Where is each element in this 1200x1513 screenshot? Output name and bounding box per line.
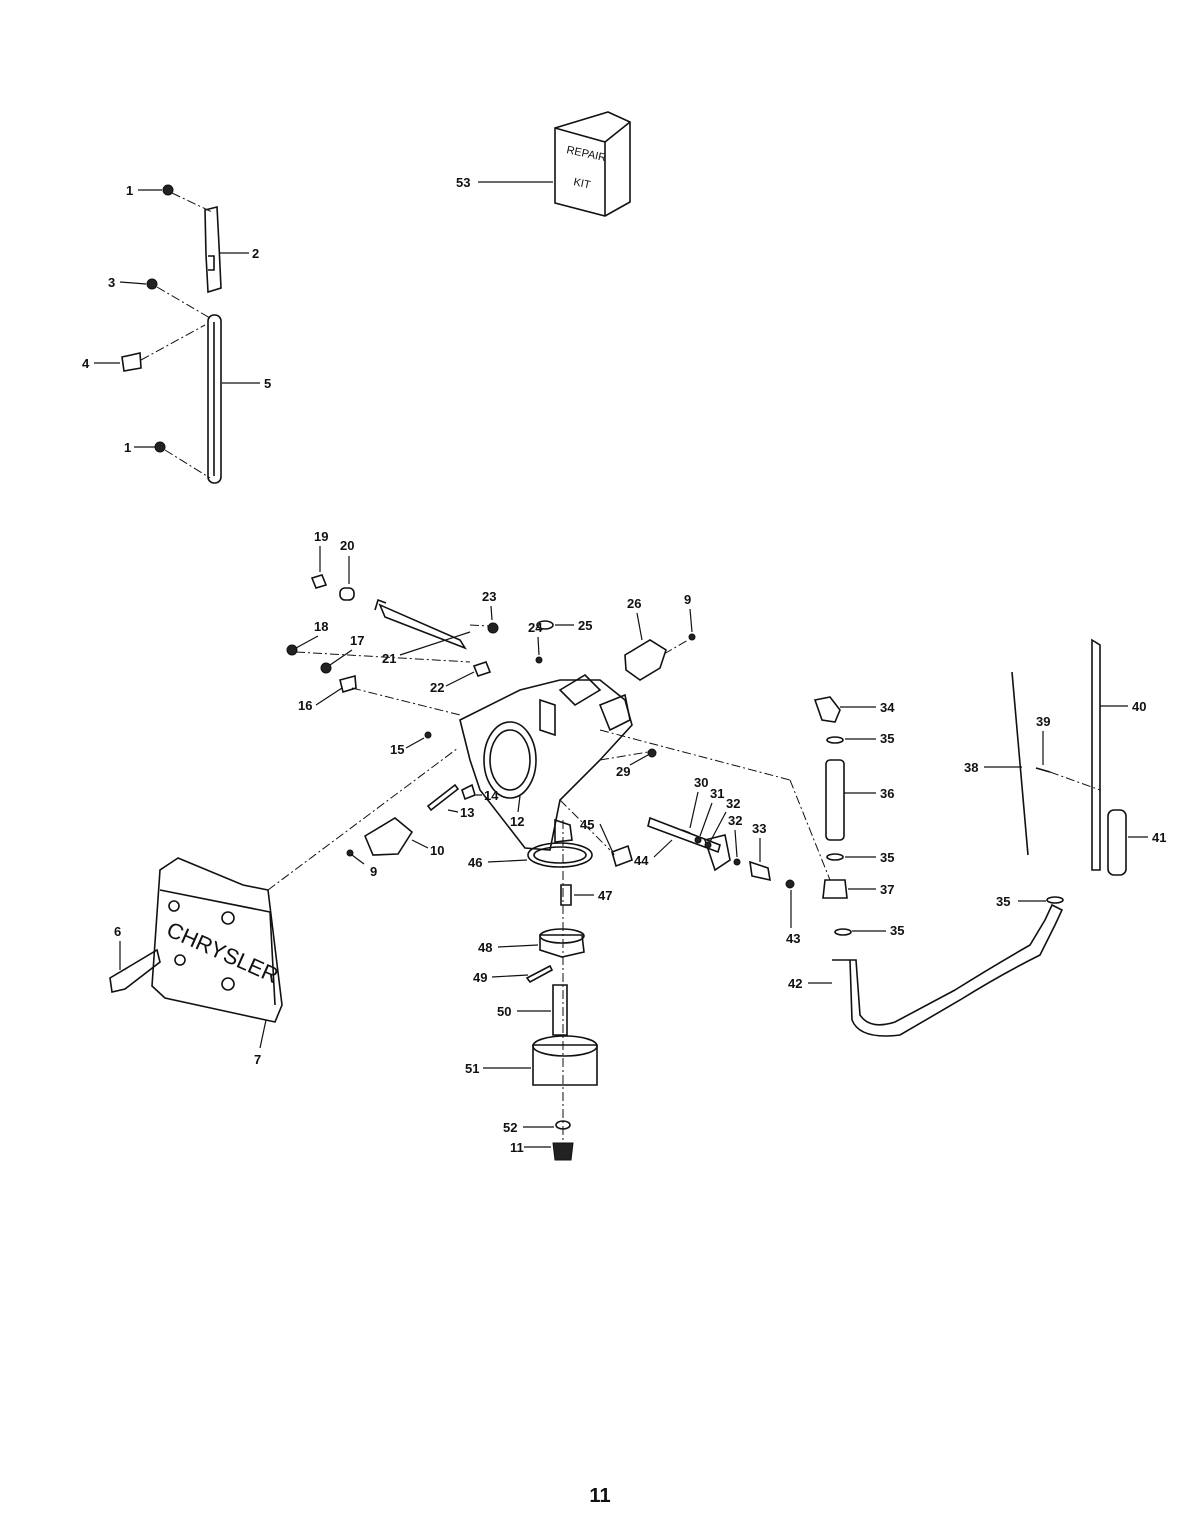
callout: 32 — [726, 796, 740, 811]
callout: 48 — [478, 940, 492, 955]
callout: 51 — [465, 1061, 479, 1076]
callout: 13 — [460, 805, 474, 820]
callout: 47 — [598, 888, 612, 903]
callout: 46 — [468, 855, 482, 870]
callout: 30 — [694, 775, 708, 790]
callout: 10 — [430, 843, 444, 858]
callout: 16 — [298, 698, 312, 713]
callout: 12 — [510, 814, 524, 829]
callout: 9 — [370, 864, 377, 879]
part-1-bottom — [154, 441, 166, 453]
callout: 1 — [124, 440, 131, 455]
part-5-rod — [207, 314, 222, 484]
callout: 35 — [996, 894, 1010, 909]
fuel-line-group — [813, 696, 1064, 1037]
callout: 20 — [340, 538, 354, 553]
needle-valve-group — [559, 729, 831, 889]
callout: 35 — [890, 923, 904, 938]
callout: 22 — [430, 680, 444, 695]
callout: 9 — [684, 592, 691, 607]
part-4 — [121, 352, 142, 372]
callout: 14 — [484, 788, 499, 803]
callout: 45 — [580, 817, 594, 832]
callout: 5 — [264, 376, 271, 391]
callout: 35 — [880, 850, 894, 865]
part-3 — [146, 278, 158, 290]
callout: 36 — [880, 786, 894, 801]
callout: 37 — [880, 882, 894, 897]
callout: 7 — [254, 1052, 261, 1067]
callout: 2 — [252, 246, 259, 261]
callout: 53 — [456, 175, 470, 190]
callout: 32 — [728, 813, 742, 828]
callout: 4 — [82, 356, 90, 371]
callout: 1 — [126, 183, 133, 198]
repair-kit-label-2: KIT — [572, 176, 592, 191]
left-small-parts — [346, 783, 476, 857]
callout: 19 — [314, 529, 328, 544]
callout: 3 — [108, 275, 115, 290]
callout: 6 — [114, 924, 121, 939]
callout: 39 — [1036, 714, 1050, 729]
callout: 11 — [510, 1140, 524, 1155]
callout: 31 — [710, 786, 724, 801]
choke-rod-group — [1011, 638, 1127, 876]
callout: 21 — [382, 651, 396, 666]
callout: 26 — [627, 596, 641, 611]
callout: 15 — [390, 742, 404, 757]
callouts: 1 2 3 4 5 1 53 19 20 23 24 25 26 9 18 17… — [82, 175, 1166, 1155]
callout: 23 — [482, 589, 496, 604]
callout: 25 — [578, 618, 592, 633]
part-6-screw — [109, 948, 161, 993]
callout: 35 — [880, 731, 894, 746]
repair-kit-label-1: REPAIR — [565, 144, 607, 164]
air-silencer-cover: CHRYSLER — [109, 747, 459, 1023]
link-assembly — [121, 184, 222, 484]
callout: 17 — [350, 633, 364, 648]
callout: 38 — [964, 760, 978, 775]
repair-kit-box: REPAIR KIT — [554, 111, 631, 217]
callout: 41 — [1152, 830, 1166, 845]
callout: 29 — [616, 764, 630, 779]
callout: 24 — [528, 620, 543, 635]
part-1-top — [162, 184, 174, 196]
callout: 43 — [786, 931, 800, 946]
float-bowl-group — [525, 820, 598, 1161]
page-number: 11 — [589, 1485, 611, 1507]
brand-logo-text: CHRYSLER — [163, 917, 282, 988]
callout: 40 — [1132, 699, 1146, 714]
callout: 34 — [880, 700, 895, 715]
callout: 18 — [314, 619, 328, 634]
callout: 33 — [752, 821, 766, 836]
callout: 42 — [788, 976, 802, 991]
callout: 49 — [473, 970, 487, 985]
carburetor-body — [459, 673, 633, 851]
callout: 44 — [634, 853, 649, 868]
part-2-bracket — [204, 205, 222, 294]
callout: 50 — [497, 1004, 511, 1019]
callout: 52 — [503, 1120, 517, 1135]
throttle-shaft-group — [286, 574, 696, 761]
